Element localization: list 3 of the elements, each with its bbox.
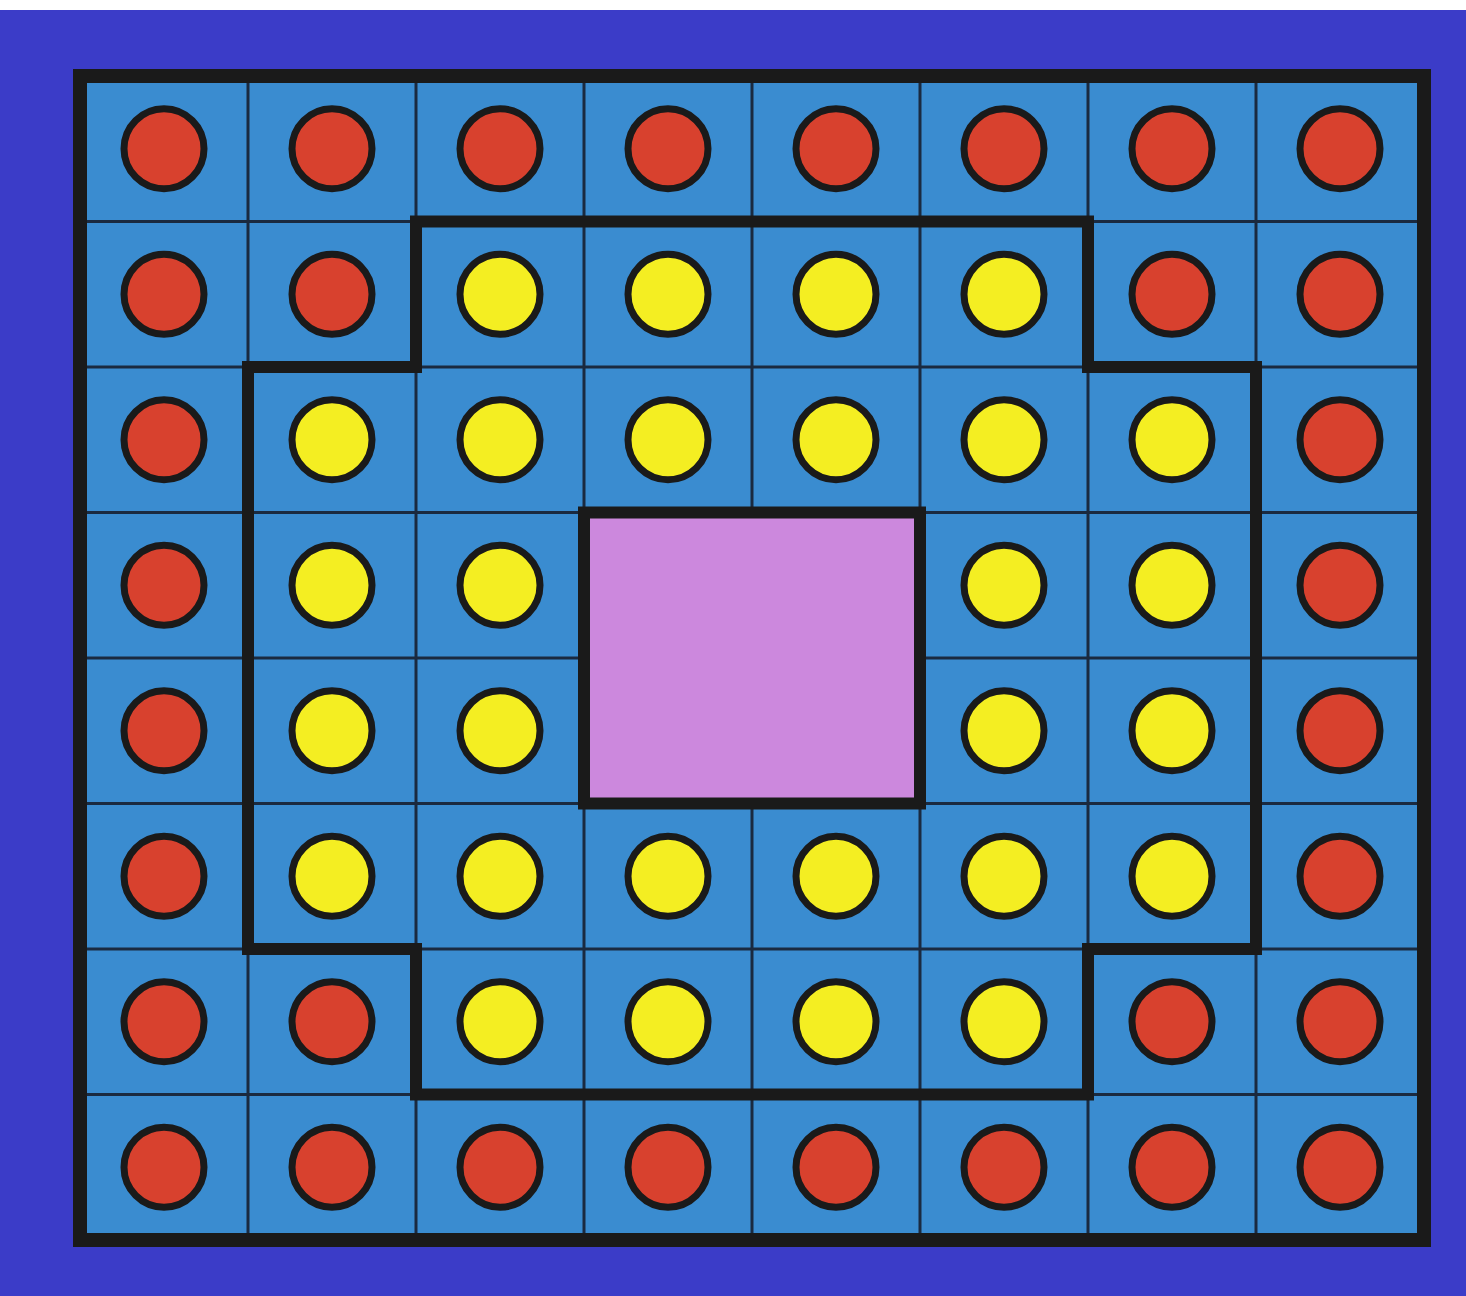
- region-outline: [242, 215, 1262, 1101]
- grid-board: [73, 69, 1431, 1247]
- center-square: [578, 506, 926, 810]
